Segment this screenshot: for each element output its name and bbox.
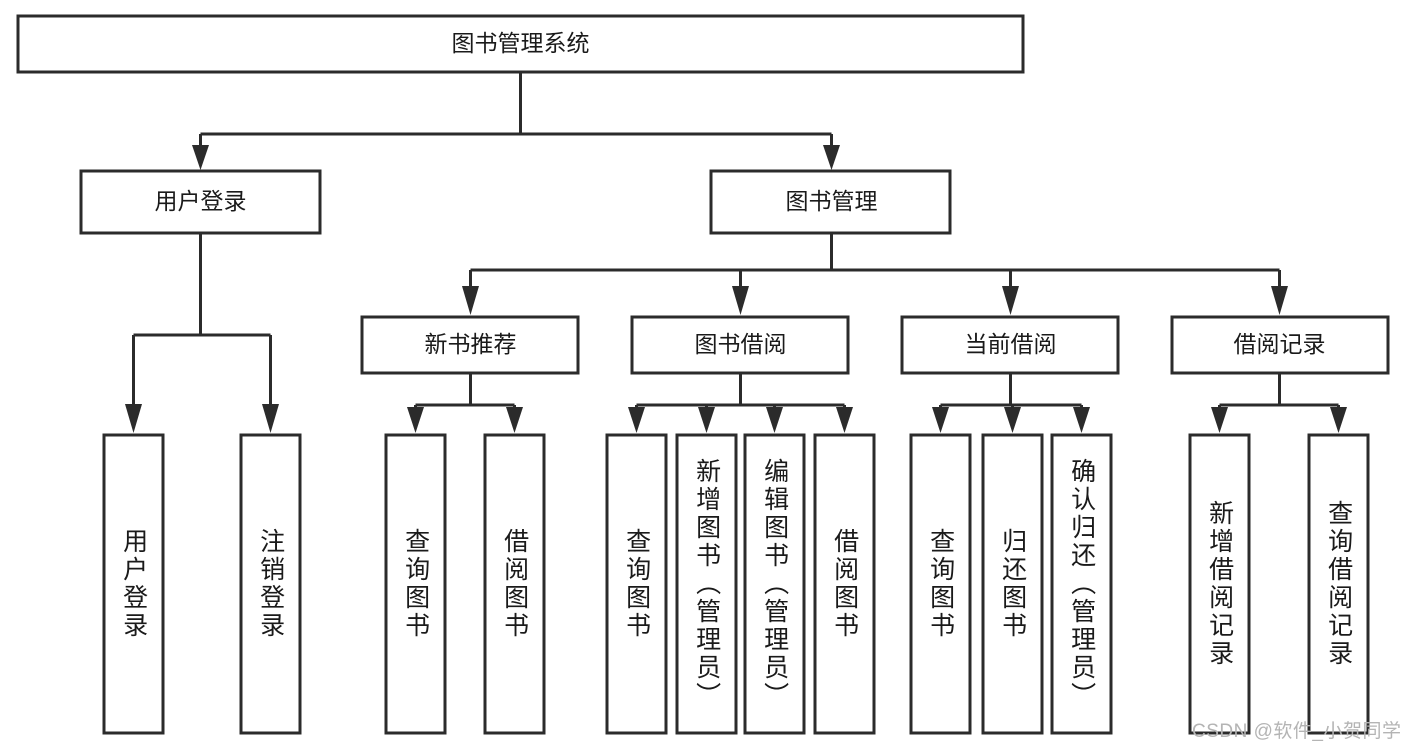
leaf-box-borrow-book-1[interactable] [483,433,546,735]
node-root[interactable]: 图书管理系统 [16,14,1025,74]
leaf-box-return-book[interactable] [981,433,1044,735]
csdn-watermark: CSDN @软件_小贺同学 [1192,721,1402,742]
node-book-manage-label: 图书管理 [786,188,878,214]
leaf-box-user-logout[interactable] [239,433,302,735]
leaf-box-query-borrow-record[interactable] [1307,433,1370,735]
connector-layer [125,72,1347,433]
arrow-head-leaf-add-borrow-record [1211,407,1228,433]
arrow-head-leaf-edit-book-admin [766,407,783,433]
arrow-head-user-login [192,145,209,170]
leaf-box-layer [102,433,1370,735]
arrow-head-leaf-add-book-admin [698,407,715,433]
node-root-label: 图书管理系统 [452,30,590,56]
node-new-book-recommend-box[interactable] [360,315,580,375]
leaf-box-add-book-admin[interactable] [675,433,738,735]
node-user-login-box[interactable] [79,169,322,235]
arrow-head-leaf-confirm-return [1073,407,1090,433]
node-book-borrow[interactable]: 图书借阅 [630,315,850,375]
arrow-head-leaf-query-book-1 [407,407,424,433]
arrow-head-book-manage [823,145,840,170]
leaf-box-add-borrow-record[interactable] [1188,433,1251,735]
arrow-head-borrow-record [1271,286,1288,315]
arrow-head-leaf-return-book [1004,407,1021,433]
node-book-borrow-box[interactable] [630,315,850,375]
leaf-box-query-book-1[interactable] [384,433,447,735]
node-borrow-record[interactable]: 借阅记录 [1170,315,1390,375]
node-current-borrow[interactable]: 当前借阅 [900,315,1120,375]
arrow-head-leaf-query-book-2 [628,407,645,433]
leaf-box-borrow-book-2[interactable] [813,433,876,735]
node-new-book-recommend[interactable]: 新书推荐 [360,315,580,375]
leaf-box-query-book-2[interactable] [605,433,668,735]
node-book-borrow-label: 图书借阅 [695,331,787,357]
arrow-head-leaf-borrow-book-2 [836,407,853,433]
node-borrow-record-box[interactable] [1170,315,1390,375]
leaf-box-user-login[interactable] [102,433,165,735]
leaf-box-confirm-return[interactable] [1050,433,1113,735]
node-current-borrow-box[interactable] [900,315,1120,375]
node-user-login-label: 用户登录 [155,188,247,214]
arrow-head-current-borrow [1002,286,1019,315]
arrow-head-leaf-user-logout [262,404,279,433]
arrow-head-leaf-query-book-3 [932,407,949,433]
arrow-head-new-book-recommend [462,286,479,315]
node-new-book-recommend-label: 新书推荐 [425,331,517,357]
node-user-login[interactable]: 用户登录 [79,169,322,235]
node-current-borrow-label: 当前借阅 [965,331,1057,357]
leaf-box-query-book-3[interactable] [909,433,972,735]
node-borrow-record-label: 借阅记录 [1234,331,1326,357]
arrow-head-leaf-query-borrow-record [1330,407,1347,433]
node-root-box[interactable] [16,14,1025,74]
node-book-manage-box[interactable] [709,169,952,235]
node-book-manage[interactable]: 图书管理 [709,169,952,235]
arrow-head-leaf-user-login [125,404,142,433]
arrow-head-book-borrow [732,286,749,315]
leaf-box-edit-book-admin[interactable] [743,433,806,735]
arrow-head-leaf-borrow-book-1 [506,407,523,433]
